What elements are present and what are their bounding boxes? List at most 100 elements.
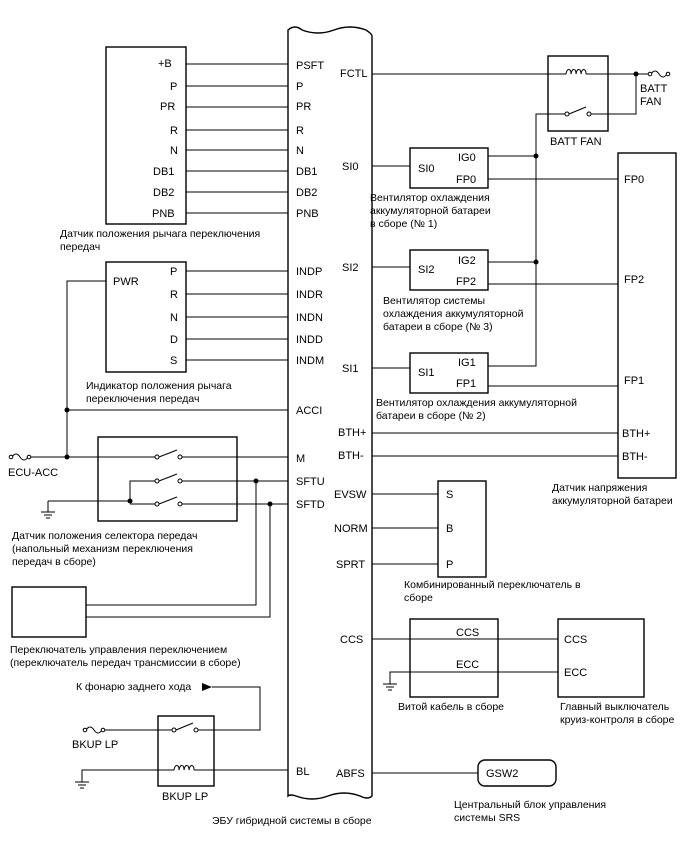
srs-center-unit: GSW2 Центральный блок управления системы… <box>372 759 606 824</box>
fan2-pin-fp1: FP1 <box>456 378 476 390</box>
spiral-pin-ecc: ECC <box>456 659 479 671</box>
spiral-caption: Витой кабель в сборе <box>398 701 504 713</box>
ecu-pin-pr: PR <box>296 101 311 113</box>
batt-fuse-label-2: FAN <box>640 96 661 108</box>
combo-pin-s: S <box>446 489 453 501</box>
fan1-caption-2: аккумуляторной батареи <box>370 205 491 217</box>
ecu-pin-db1: DB1 <box>296 166 317 178</box>
ecu-pin-si1: SI1 <box>342 363 359 375</box>
indicator-caption-1: Индикатор положения рычага <box>86 380 232 392</box>
ecu-pin-indm: INDM <box>296 355 324 367</box>
lever-pin-pnb: PNB <box>152 208 175 220</box>
lever-pin-db2: DB2 <box>153 187 174 199</box>
ecu-pin-bth-plus: BTH+ <box>338 427 366 439</box>
fan2-caption-2: батареи в сборе (№ 2) <box>376 410 486 422</box>
indicator-pin-p: P <box>170 266 177 278</box>
ecu-pin-db2: DB2 <box>296 187 317 199</box>
ecu-pin-norm: NORM <box>334 523 368 535</box>
lever-caption-2: передач <box>60 241 100 253</box>
batt-fuse-label-1: BATT <box>640 83 668 95</box>
ecu-caption: ЭБУ гибридной системы в сборе <box>212 815 372 827</box>
shift-control-switch: Переключатель управления переключением (… <box>10 586 241 669</box>
ecu-pin-bth-minus: BTH- <box>338 450 364 462</box>
vs-pin-fp1: FP1 <box>624 375 644 387</box>
fan1-caption-3: в сборе (№ 1) <box>370 218 437 230</box>
ecu-pin-abfs: ABFS <box>336 768 365 780</box>
vs-pin-bth-minus: BTH- <box>622 451 648 463</box>
indicator-caption-2: переключения передач <box>86 393 199 405</box>
fan3-caption-1: Вентилятор системы <box>383 295 485 307</box>
cruise-main-switch: CCS ECC Главный выключатель круиз-контро… <box>557 618 675 726</box>
srs-caption-1: Центральный блок управления <box>454 799 606 811</box>
reverse-lamp-circuit: К фонарю заднего хода BKUP LP BKUP LP <box>72 681 288 803</box>
ecu-pin-ccs: CCS <box>340 634 363 646</box>
lever-pin-b: +B <box>158 58 172 70</box>
cruise-caption-2: круиз-контроля в сборе <box>560 714 675 726</box>
selector-position-sensor: Датчик положения селектора передач (напо… <box>12 436 238 568</box>
shift-switch-caption-1: Переключатель управления переключением <box>10 644 227 656</box>
fan3-pin-ig2: IG2 <box>458 255 476 267</box>
ecu-pin-pnb: PNB <box>296 208 319 220</box>
ecu-pin-sftd: SFTD <box>296 499 325 511</box>
ecu-pin-si2: SI2 <box>342 262 359 274</box>
fan3-caption-3: батареи в сборе (№ 3) <box>383 321 493 333</box>
ecu-pin-indd: INDD <box>296 334 323 346</box>
srs-pin-gsw2: GSW2 <box>486 768 518 780</box>
vs-pin-bth-plus: BTH+ <box>622 428 650 440</box>
selector-wires <box>86 456 288 618</box>
fan1-caption-1: Вентилятор охлаждения <box>370 192 490 204</box>
selector-caption-3: передач в сборе) <box>12 556 96 568</box>
combo-caption-1: Комбинированный переключатель в <box>404 579 581 591</box>
batt-fan-relay-label: BATT FAN <box>550 136 602 148</box>
cruise-caption-1: Главный выключатель <box>560 701 670 713</box>
ecu-pin-m: M <box>296 453 305 465</box>
batt-fan-relay: BATT FAN BATT FAN <box>372 55 671 367</box>
ecu-pin-evsw: EVSW <box>334 489 367 501</box>
ecu-pin-acci: ACCI <box>296 405 322 417</box>
fan3-pin-si2: SI2 <box>418 264 435 276</box>
vs-caption-2: аккумуляторной батареи <box>552 495 673 507</box>
reverse-lamp-label: К фонарю заднего хода <box>76 681 191 693</box>
indicator-pwr: PWR <box>113 276 139 288</box>
fan1-pin-si0: SI0 <box>418 163 435 175</box>
indicator-pin-n: N <box>170 312 178 324</box>
lever-pin-pr: PR <box>160 101 175 113</box>
ecu-acc-fuse: ECU-ACC <box>8 453 98 479</box>
fan1-pin-ig0: IG0 <box>458 152 476 164</box>
combination-switch: S B P Комбинированный переключатель в сб… <box>372 480 581 604</box>
hybrid-ecu: PSFT P PR R N DB1 DB2 PNB INDP INDR INDN… <box>212 26 373 827</box>
ecu-pin-indp: INDP <box>296 266 322 278</box>
combo-pin-p: P <box>446 559 453 571</box>
battery-voltage-sensor: FP0 FP2 FP1 BTH+ BTH- Датчик напряжения … <box>372 152 677 507</box>
lever-wires <box>186 63 288 214</box>
fan2-pin-si1: SI1 <box>418 367 435 379</box>
ecu-pin-bl: BL <box>296 766 309 778</box>
vs-pin-fp2: FP2 <box>624 274 644 286</box>
fan-1: SI0 IG0 FP0 Вентилятор охлаждения аккуму… <box>370 147 618 230</box>
combo-pin-b: B <box>446 523 453 535</box>
indicator-pin-s: S <box>170 355 177 367</box>
ecu-pin-n: N <box>296 145 304 157</box>
fan-2: SI1 IG1 FP1 Вентилятор охлаждения аккуму… <box>372 352 618 422</box>
selector-caption-2: (напольный механизм переключения <box>12 543 193 555</box>
cruise-pin-ecc: ECC <box>564 667 587 679</box>
selector-caption-1: Датчик положения селектора передач <box>12 530 198 542</box>
lever-pin-r: R <box>170 125 178 137</box>
ecu-pin-p: P <box>296 81 303 93</box>
ecu-pin-fctl: FCTL <box>340 68 368 80</box>
lever-caption-1: Датчик положения рычага переключения <box>60 228 260 240</box>
lever-position-sensor: +B P PR R N DB1 DB2 PNB Датчик положения… <box>60 46 260 253</box>
ecu-pin-si0: SI0 <box>342 161 359 173</box>
ecu-pin-psft: PSFT <box>296 60 324 72</box>
combo-caption-2: сборе <box>404 592 433 604</box>
fan2-pin-ig1: IG1 <box>458 357 476 369</box>
srs-caption-2: системы SRS <box>454 812 520 824</box>
bkup-lp-fuse-label: BKUP LP <box>72 739 118 751</box>
cruise-pin-ccs: CCS <box>564 634 587 646</box>
spiral-cable: CCS ECC Витой кабель в сборе <box>372 618 558 713</box>
shift-switch-caption-2: (переключатель передач трансмиссии в сбо… <box>10 657 241 669</box>
lever-pin-p: P <box>170 81 177 93</box>
spiral-pin-ccs: CCS <box>456 627 479 639</box>
ecu-pin-indn: INDN <box>296 312 323 324</box>
